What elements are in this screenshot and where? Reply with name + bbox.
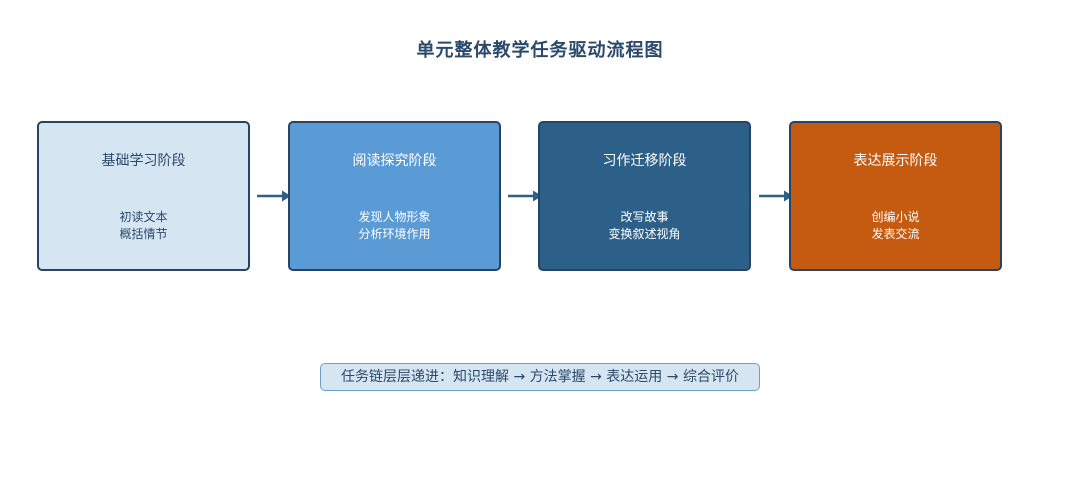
flow-arrow-1 xyxy=(257,190,291,202)
stage-tasks: 初读文本 概括情节 xyxy=(39,209,248,243)
stage-name: 表达展示阶段 xyxy=(853,153,938,169)
stage-task: 发表交流 xyxy=(871,227,920,241)
task-chain-summary: 任务链层层递进：知识理解 → 方法掌握 → 表达运用 → 综合评价 xyxy=(320,363,760,391)
flow-arrow-2 xyxy=(508,190,542,202)
flow-arrow-3 xyxy=(759,190,793,202)
stage-task: 分析环境作用 xyxy=(358,227,431,241)
stage-task: 改写故事 xyxy=(620,210,669,224)
stage-name: 基础学习阶段 xyxy=(101,153,186,169)
stage-tasks: 发现人物形象 分析环境作用 xyxy=(290,209,499,243)
stage-task: 创编小说 xyxy=(871,210,920,224)
stage-box-reading-inquiry: 阅读探究阶段 发现人物形象 分析环境作用 xyxy=(288,121,501,271)
stage-task: 概括情节 xyxy=(119,227,168,241)
stage-task: 变换叙述视角 xyxy=(608,227,681,241)
arrow-head xyxy=(282,190,291,202)
stage-name: 阅读探究阶段 xyxy=(352,153,437,169)
diagram-title: 单元整体教学任务驱动流程图 xyxy=(416,40,664,61)
stage-name: 习作迁移阶段 xyxy=(602,153,687,169)
stage-tasks: 创编小说 发表交流 xyxy=(791,209,1000,243)
arrow-head xyxy=(533,190,542,202)
stage-box-basic-learning: 基础学习阶段 初读文本 概括情节 xyxy=(37,121,250,271)
stage-box-expression-display: 表达展示阶段 创编小说 发表交流 xyxy=(789,121,1002,271)
stage-task: 初读文本 xyxy=(119,210,168,224)
stage-box-writing-transfer: 习作迁移阶段 改写故事 变换叙述视角 xyxy=(538,121,751,271)
arrow-head xyxy=(784,190,793,202)
stage-tasks: 改写故事 变换叙述视角 xyxy=(540,209,749,243)
stage-task: 发现人物形象 xyxy=(358,210,431,224)
